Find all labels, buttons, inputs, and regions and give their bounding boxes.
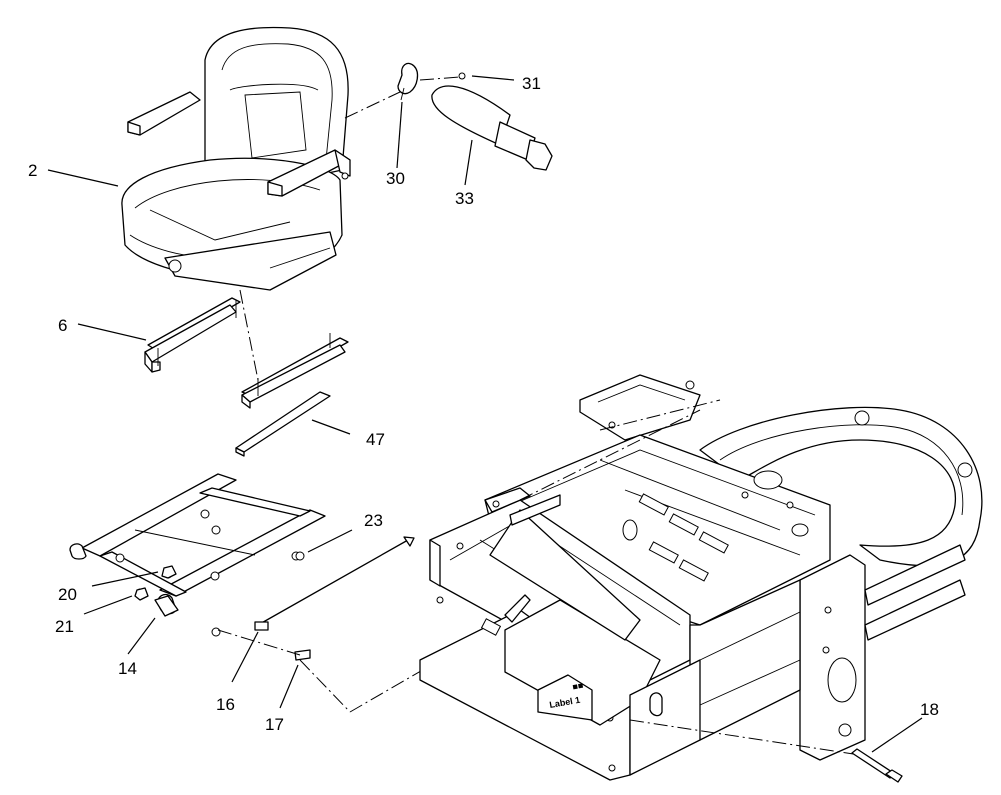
callout-30: 30	[386, 169, 405, 188]
callout-21: 21	[55, 617, 74, 636]
callout-18: 18	[920, 700, 939, 719]
callout-23: 23	[364, 511, 383, 530]
nut-21	[134, 587, 149, 601]
callout-20: 20	[58, 585, 77, 604]
label-plate	[537, 674, 593, 721]
tube-assembly	[397, 62, 553, 171]
seat-assembly	[121, 26, 351, 291]
rod	[257, 539, 409, 626]
callout-33: 33	[455, 189, 474, 208]
seat-mount-plate	[69, 473, 326, 637]
callout-2: 2	[28, 161, 37, 180]
mower-frame: Label 1 ■■	[419, 374, 983, 781]
spacer-14	[154, 595, 179, 617]
callout-31: 31	[522, 74, 541, 93]
callout-14: 14	[118, 659, 137, 678]
callout-17: 17	[265, 715, 284, 734]
label-plate-small: ■■	[572, 680, 584, 692]
nut-20	[161, 565, 177, 579]
callout-6: 6	[58, 316, 67, 335]
seat-rails	[144, 297, 349, 409]
callout-47: 47	[366, 430, 385, 449]
callouts: 2 6 14 16 17 18 20 21 23 30 31 33 47	[28, 74, 939, 753]
callout-16: 16	[216, 695, 235, 714]
